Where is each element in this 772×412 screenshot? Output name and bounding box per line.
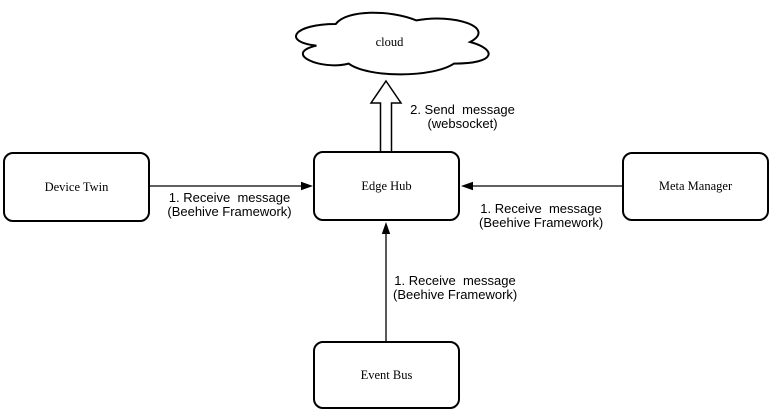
edge-meta-to-hub-arrowhead — [461, 181, 473, 191]
node-edge-hub-label: Edge Hub — [361, 178, 412, 193]
edge-bus-to-hub-arrowhead — [381, 222, 391, 234]
edge-label-hub-to-cloud-line1: 2. Send message — [410, 102, 515, 117]
node-device-twin-label: Device Twin — [44, 179, 109, 194]
block-arrow-hub-to-cloud — [369, 79, 403, 154]
node-meta-manager-label: Meta Manager — [658, 179, 733, 193]
edge-label-bus-to-hub-line2: (Beehive Framework) — [393, 287, 518, 302]
edge-label-device-to-hub-line2: (Beehive Framework) — [167, 204, 292, 219]
node-event-bus-label: Event Bus — [360, 367, 413, 382]
node-meta-manager: Meta Manager — [622, 152, 769, 221]
edge-label-device-to-hub: 1. Receive message (Beehive Framework) — [167, 191, 292, 219]
edge-label-device-to-hub-line1: 1. Receive message — [168, 190, 291, 205]
edge-device-to-hub-arrowhead — [301, 181, 313, 191]
edge-label-hub-to-cloud: 2. Send message (websocket) — [400, 103, 525, 131]
cloud-shape — [294, 11, 490, 76]
node-event-bus: Event Bus — [313, 341, 460, 409]
node-device-twin: Device Twin — [3, 152, 150, 222]
cloud-node-label: cloud — [375, 35, 404, 49]
edge-label-meta-to-hub: 1. Receive message (Beehive Framework) — [479, 202, 603, 230]
node-edge-hub: Edge Hub — [313, 151, 460, 221]
edge-label-meta-to-hub-line2: (Beehive Framework) — [479, 215, 604, 230]
edge-label-meta-to-hub-line1: 1. Receive message — [480, 201, 602, 216]
edge-label-bus-to-hub-line1: 1. Receive message — [394, 273, 516, 288]
edge-label-hub-to-cloud-line2: (websocket) — [427, 116, 498, 131]
edge-label-bus-to-hub: 1. Receive message (Beehive Framework) — [393, 274, 517, 302]
